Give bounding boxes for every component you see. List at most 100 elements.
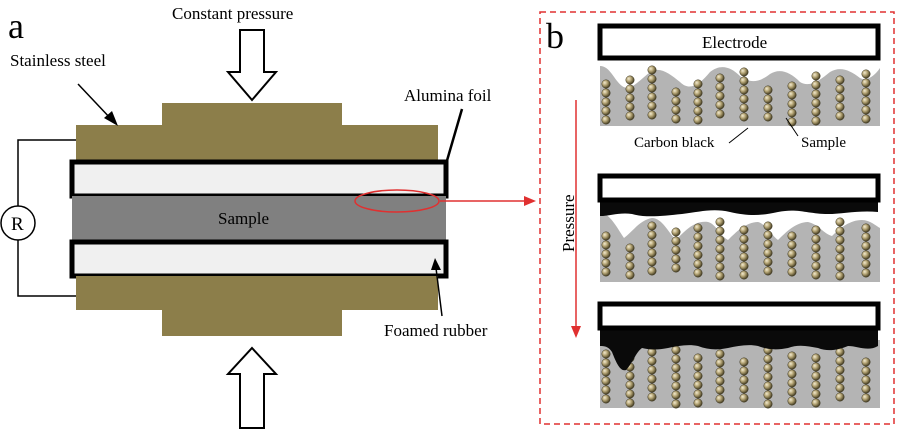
carbon-black-particle bbox=[835, 75, 845, 85]
carbon-black-particle bbox=[835, 111, 845, 121]
carbon-black-particle bbox=[715, 394, 725, 404]
carbon-black-particle bbox=[787, 81, 797, 91]
carbon-black-particle bbox=[601, 267, 611, 277]
carbon-black-particle bbox=[715, 385, 725, 395]
carbon-black-particle bbox=[715, 244, 725, 254]
carbon-black-particle bbox=[715, 358, 725, 368]
carbon-black-particle bbox=[811, 107, 821, 117]
carbon-black-particle bbox=[861, 223, 871, 233]
carbon-black-particle bbox=[861, 393, 871, 403]
carbon-black-particle bbox=[601, 249, 611, 259]
carbon-black-particle bbox=[693, 353, 703, 363]
carbon-black-particle bbox=[693, 362, 703, 372]
carbon-black-particle bbox=[739, 85, 749, 95]
carbon-black-particle bbox=[671, 354, 681, 364]
stage-3 bbox=[597, 301, 881, 409]
carbon-black-particle bbox=[739, 67, 749, 77]
carbon-black-particle bbox=[861, 105, 871, 115]
carbon-black-particle bbox=[625, 111, 635, 121]
carbon-black-particle bbox=[715, 376, 725, 386]
carbon-black-particle bbox=[715, 235, 725, 245]
carbon-black-particle bbox=[835, 392, 845, 402]
carbon-black-particle bbox=[787, 396, 797, 406]
carbon-black-particle bbox=[835, 271, 845, 281]
carbon-black-particle bbox=[601, 240, 611, 250]
electrode-3 bbox=[597, 301, 881, 331]
carbon-black-particle bbox=[671, 105, 681, 115]
carbon-black-particle bbox=[647, 374, 657, 384]
carbon-black-particle bbox=[693, 259, 703, 269]
foamed-rubber-leader-head bbox=[431, 258, 441, 270]
carbon-black-particle bbox=[671, 345, 681, 355]
carbon-black-particle bbox=[811, 398, 821, 408]
electrode-label: Electrode bbox=[702, 33, 767, 52]
carbon-black-particle bbox=[625, 84, 635, 94]
carbon-black-particle bbox=[647, 392, 657, 402]
carbon-black-particle bbox=[861, 357, 871, 367]
carbon-black-particle bbox=[625, 102, 635, 112]
stainless-steel-label: Stainless steel bbox=[10, 51, 106, 70]
carbon-black-particle bbox=[811, 371, 821, 381]
carbon-black-particle bbox=[693, 268, 703, 278]
carbon-black-particle bbox=[763, 221, 773, 231]
carbon-black-particle bbox=[835, 226, 845, 236]
carbon-black-particle bbox=[715, 73, 725, 83]
carbon-black-particle bbox=[671, 236, 681, 246]
carbon-black-particle bbox=[811, 362, 821, 372]
carbon-black-particle bbox=[861, 87, 871, 97]
carbon-black-particle bbox=[739, 393, 749, 403]
carbon-black-particle bbox=[647, 83, 657, 93]
carbon-black-particle bbox=[835, 253, 845, 263]
carbon-black-particle bbox=[763, 112, 773, 122]
carbon-black-particle bbox=[811, 243, 821, 253]
lower-alumina-foil bbox=[69, 239, 449, 279]
carbon-black-particle bbox=[763, 230, 773, 240]
carbon-black-particle bbox=[763, 372, 773, 382]
carbon-black-particle bbox=[861, 375, 871, 385]
carbon-black-particle bbox=[763, 257, 773, 267]
carbon-black-particle bbox=[835, 235, 845, 245]
carbon-black-particle bbox=[715, 217, 725, 227]
carbon-black-particle bbox=[811, 98, 821, 108]
carbon-black-particle bbox=[647, 365, 657, 375]
carbon-black-particle bbox=[601, 115, 611, 125]
carbon-black-particle bbox=[739, 252, 749, 262]
carbon-black-particle bbox=[715, 91, 725, 101]
carbon-black-columns-1 bbox=[601, 65, 871, 127]
carbon-black-particle bbox=[787, 369, 797, 379]
carbon-black-particle bbox=[693, 250, 703, 260]
carbon-black-particle bbox=[739, 384, 749, 394]
carbon-black-particle bbox=[763, 266, 773, 276]
carbon-black-particle bbox=[835, 84, 845, 94]
carbon-black-particle bbox=[835, 365, 845, 375]
stainless-steel-leader-head bbox=[104, 111, 118, 126]
carbon-black-particle bbox=[693, 232, 703, 242]
carbon-black-particle bbox=[715, 82, 725, 92]
carbon-black-particle bbox=[811, 80, 821, 90]
carbon-black-particle bbox=[787, 240, 797, 250]
carbon-black-particle bbox=[811, 234, 821, 244]
carbon-black-particle bbox=[811, 225, 821, 235]
carbon-black-particle bbox=[739, 234, 749, 244]
carbon-black-particle bbox=[601, 258, 611, 268]
carbon-black-particle bbox=[739, 112, 749, 122]
sample-label-a: Sample bbox=[218, 209, 269, 228]
panel-b-letter: b bbox=[546, 16, 564, 56]
carbon-black-particle bbox=[835, 244, 845, 254]
carbon-black-particle bbox=[715, 349, 725, 359]
carbon-black-particle bbox=[625, 252, 635, 262]
carbon-black-particle bbox=[693, 88, 703, 98]
carbon-black-particle bbox=[763, 363, 773, 373]
carbon-black-particle bbox=[763, 85, 773, 95]
stainless-steel-leader bbox=[77, 83, 113, 121]
carbon-black-particle bbox=[715, 271, 725, 281]
carbon-black-particle bbox=[787, 258, 797, 268]
carbon-black-particle bbox=[715, 226, 725, 236]
carbon-black-particle bbox=[763, 239, 773, 249]
carbon-black-particle bbox=[787, 99, 797, 109]
carbon-black-particle bbox=[739, 357, 749, 367]
carbon-black-particle bbox=[647, 383, 657, 393]
carbon-black-leader bbox=[728, 127, 749, 144]
carbon-black-particle bbox=[601, 106, 611, 116]
carbon-black-particle bbox=[671, 227, 681, 237]
